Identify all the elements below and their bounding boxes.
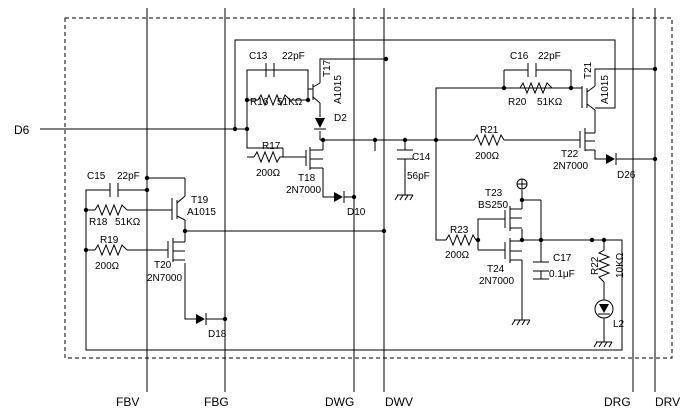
- t21-ref: T21: [583, 61, 594, 79]
- pin-label-fbv: FBV: [116, 395, 139, 409]
- r20-value: 51KΩ: [537, 97, 563, 108]
- c16-ref: C16: [510, 51, 529, 62]
- pin-label-dwv: DWV: [385, 395, 413, 409]
- t18-value: 2N7000: [286, 185, 321, 196]
- r22-value: 10KΩ: [615, 252, 626, 278]
- t17-ref: T17: [322, 59, 333, 77]
- ground-symbol-l2: [593, 341, 613, 348]
- t23-value: BS250: [478, 200, 508, 211]
- r19-value: 200Ω: [95, 261, 120, 272]
- r18-value: 51KΩ: [115, 217, 141, 228]
- r22-ref: R22: [590, 256, 601, 275]
- ground-symbol-t24: [511, 319, 531, 326]
- diode-d26: [606, 153, 617, 165]
- stage-lower-right: [476, 190, 605, 342]
- diode-d10: [334, 191, 345, 203]
- transistor-t21: [581, 85, 596, 111]
- r16-value: 51KΩ: [277, 97, 303, 108]
- d2-ref: D2: [334, 113, 347, 124]
- transistor-t22: [579, 128, 595, 151]
- r19-ref: R19: [100, 235, 119, 246]
- pin-label-drv: DRV: [655, 395, 680, 409]
- r17-ref: R17: [262, 141, 281, 152]
- stage-upper-right: [435, 68, 655, 241]
- t21-value: A1015: [600, 75, 611, 104]
- resistor-r22: [597, 249, 611, 283]
- pin-label-d6: D6: [14, 123, 30, 137]
- c14-ref: C14: [412, 152, 431, 163]
- t23-ref: T23: [485, 188, 503, 199]
- t17-value: A1015: [333, 75, 344, 104]
- external-buses: [40, 8, 656, 392]
- transistor-t18: [305, 147, 323, 170]
- r16-ref: R16: [250, 97, 269, 108]
- l2-ref: L2: [613, 319, 625, 330]
- r18-ref: R18: [89, 217, 108, 228]
- transistor-t19: [171, 195, 186, 221]
- capacitor-c17: [533, 261, 549, 272]
- c16-value: 22pF: [538, 51, 561, 62]
- diode-d18: [196, 313, 207, 325]
- r23-ref: R23: [450, 225, 469, 236]
- t20-value: 2N7000: [147, 273, 182, 284]
- t24-value: 2N7000: [479, 276, 514, 287]
- r21-ref: R21: [480, 125, 499, 136]
- diode-d2: [314, 118, 326, 130]
- t22-ref: T22: [561, 149, 579, 160]
- capacitor-c15: [109, 183, 119, 197]
- capacitor-c16: [527, 63, 537, 77]
- capacitor-c13: [265, 63, 275, 77]
- c14-value: 56pF: [407, 171, 430, 182]
- c13-ref: C13: [249, 51, 268, 62]
- supply-terminal: [516, 178, 528, 190]
- c15-value: 22pF: [117, 171, 140, 182]
- junction-dots: [83, 56, 658, 322]
- c15-ref: C15: [87, 171, 106, 182]
- resistor-r23: [445, 233, 477, 247]
- pin-label-dwg: DWG: [325, 395, 354, 409]
- t24-ref: T24: [487, 264, 505, 275]
- d26-ref: D26: [617, 170, 636, 181]
- d18-ref: D18: [208, 329, 227, 340]
- ground-symbol-c14: [394, 194, 414, 201]
- r23-value: 200Ω: [445, 250, 470, 261]
- c17-value: 0.1μF: [549, 269, 575, 280]
- t22-value: 2N7000: [553, 161, 588, 172]
- transistor-t20: [167, 231, 186, 262]
- r21-value: 200Ω: [475, 151, 500, 162]
- r20-ref: R20: [508, 97, 527, 108]
- resistor-r21: [473, 133, 505, 147]
- module-boundary: [64, 17, 673, 359]
- t20-ref: T20: [154, 260, 172, 271]
- d10-ref: D10: [347, 207, 366, 218]
- t19-value: A1015: [187, 207, 216, 218]
- capacitor-c14: [397, 149, 413, 160]
- resistor-r17: [247, 150, 283, 164]
- t19-ref: T19: [191, 195, 209, 206]
- t18-ref: T18: [298, 173, 316, 184]
- resistor-r19: [94, 243, 128, 257]
- pin-label-drg: DRG: [604, 395, 631, 409]
- r17-value: 200Ω: [256, 168, 281, 179]
- c17-ref: C17: [553, 253, 572, 264]
- transistor-t17: [307, 78, 321, 104]
- pin-label-fbg: FBG: [204, 395, 229, 409]
- transistor-t24: [504, 238, 522, 263]
- resistor-r20: [519, 81, 553, 95]
- led-l2: [594, 299, 614, 319]
- resistor-r16: [257, 93, 291, 107]
- resistor-r18: [94, 203, 128, 217]
- c13-value: 22pF: [282, 51, 305, 62]
- stage-left: [85, 177, 623, 351]
